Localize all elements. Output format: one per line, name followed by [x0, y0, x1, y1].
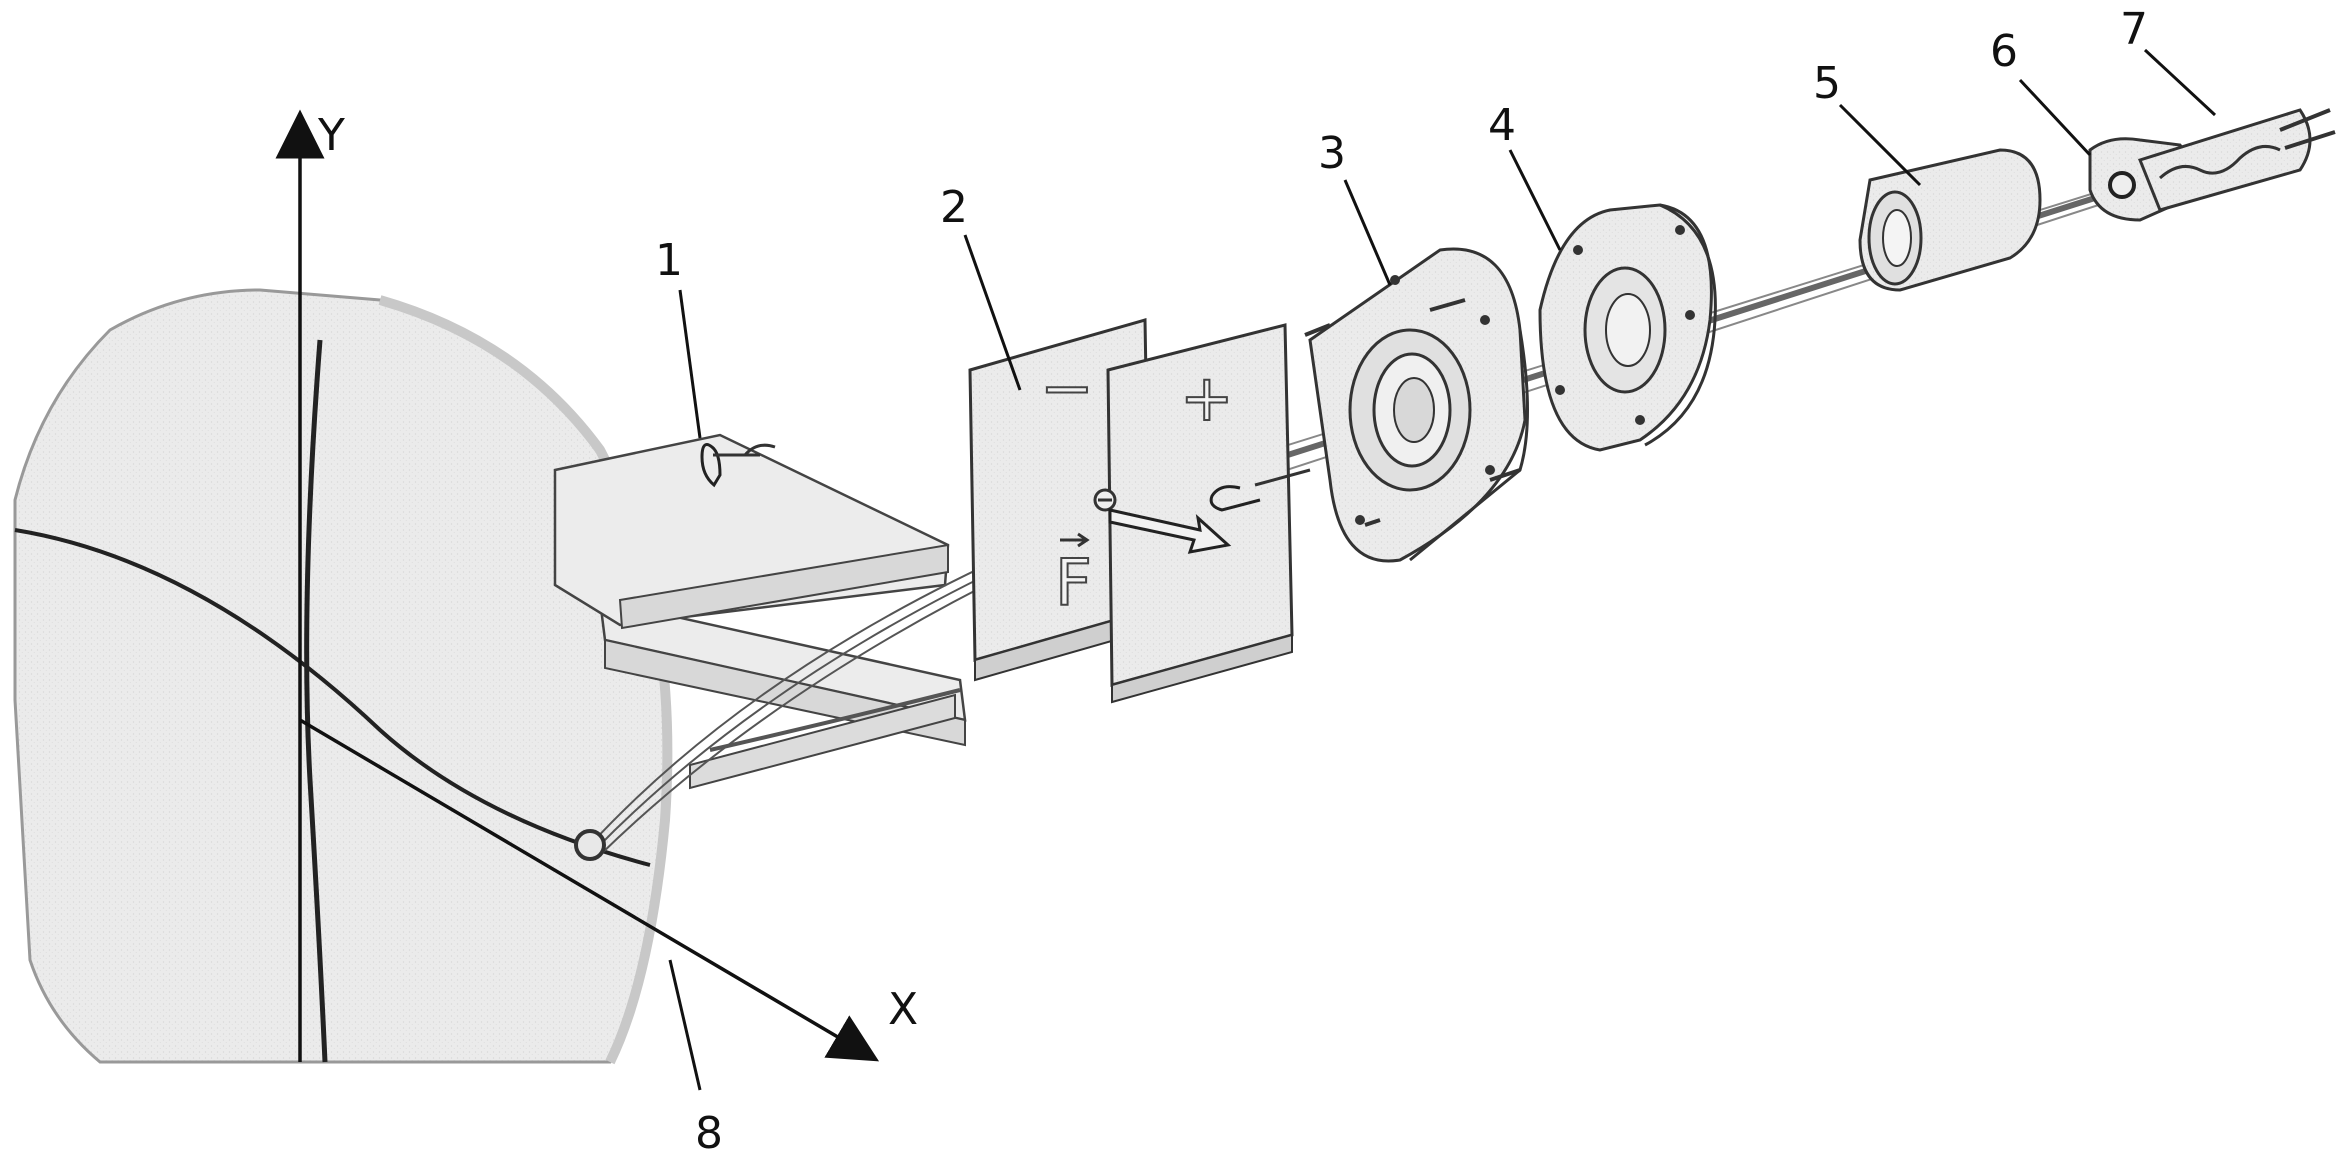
cathode-7: [2138, 108, 2336, 212]
part-label-5: 5: [1813, 58, 1841, 109]
flange-4: [1538, 203, 1717, 452]
beam-spot: [574, 829, 606, 861]
part-label-2: 2: [940, 182, 968, 233]
vertical-deflection-plates: [968, 318, 1311, 704]
force-vector-mark: [1060, 532, 1090, 548]
part-label-1: 1: [655, 235, 683, 286]
part-label-8: 8: [695, 1108, 723, 1159]
y-axis-label: Y: [317, 110, 345, 161]
flange-3: [1304, 247, 1529, 563]
leader-5: [1838, 103, 1922, 187]
leader-3: [1343, 179, 1392, 286]
positive-plate-sign: +: [1180, 362, 1234, 436]
leader-8: [668, 959, 702, 1091]
part-label-6: 6: [1990, 26, 2018, 77]
leader-6: [2018, 78, 2092, 157]
x-axis: [299, 718, 880, 1062]
screen: [13, 288, 673, 1065]
leader-1: [678, 289, 702, 439]
part-label-4: 4: [1488, 100, 1516, 151]
force-label: F: [1055, 547, 1092, 621]
screen-curve-vertical: [304, 339, 328, 1063]
part-label-7: 7: [2120, 4, 2148, 55]
leader-7: [2143, 48, 2217, 117]
leader-4: [1508, 149, 1562, 251]
screen-curve-horizontal: [14, 528, 651, 867]
leader-2: [963, 234, 1022, 391]
part-label-3: 3: [1318, 128, 1346, 179]
anode-5: [1858, 148, 2042, 292]
force-arrow: [1108, 508, 1232, 554]
negative-plate-sign: −: [1040, 352, 1094, 426]
x-axis-label: X: [888, 984, 918, 1035]
